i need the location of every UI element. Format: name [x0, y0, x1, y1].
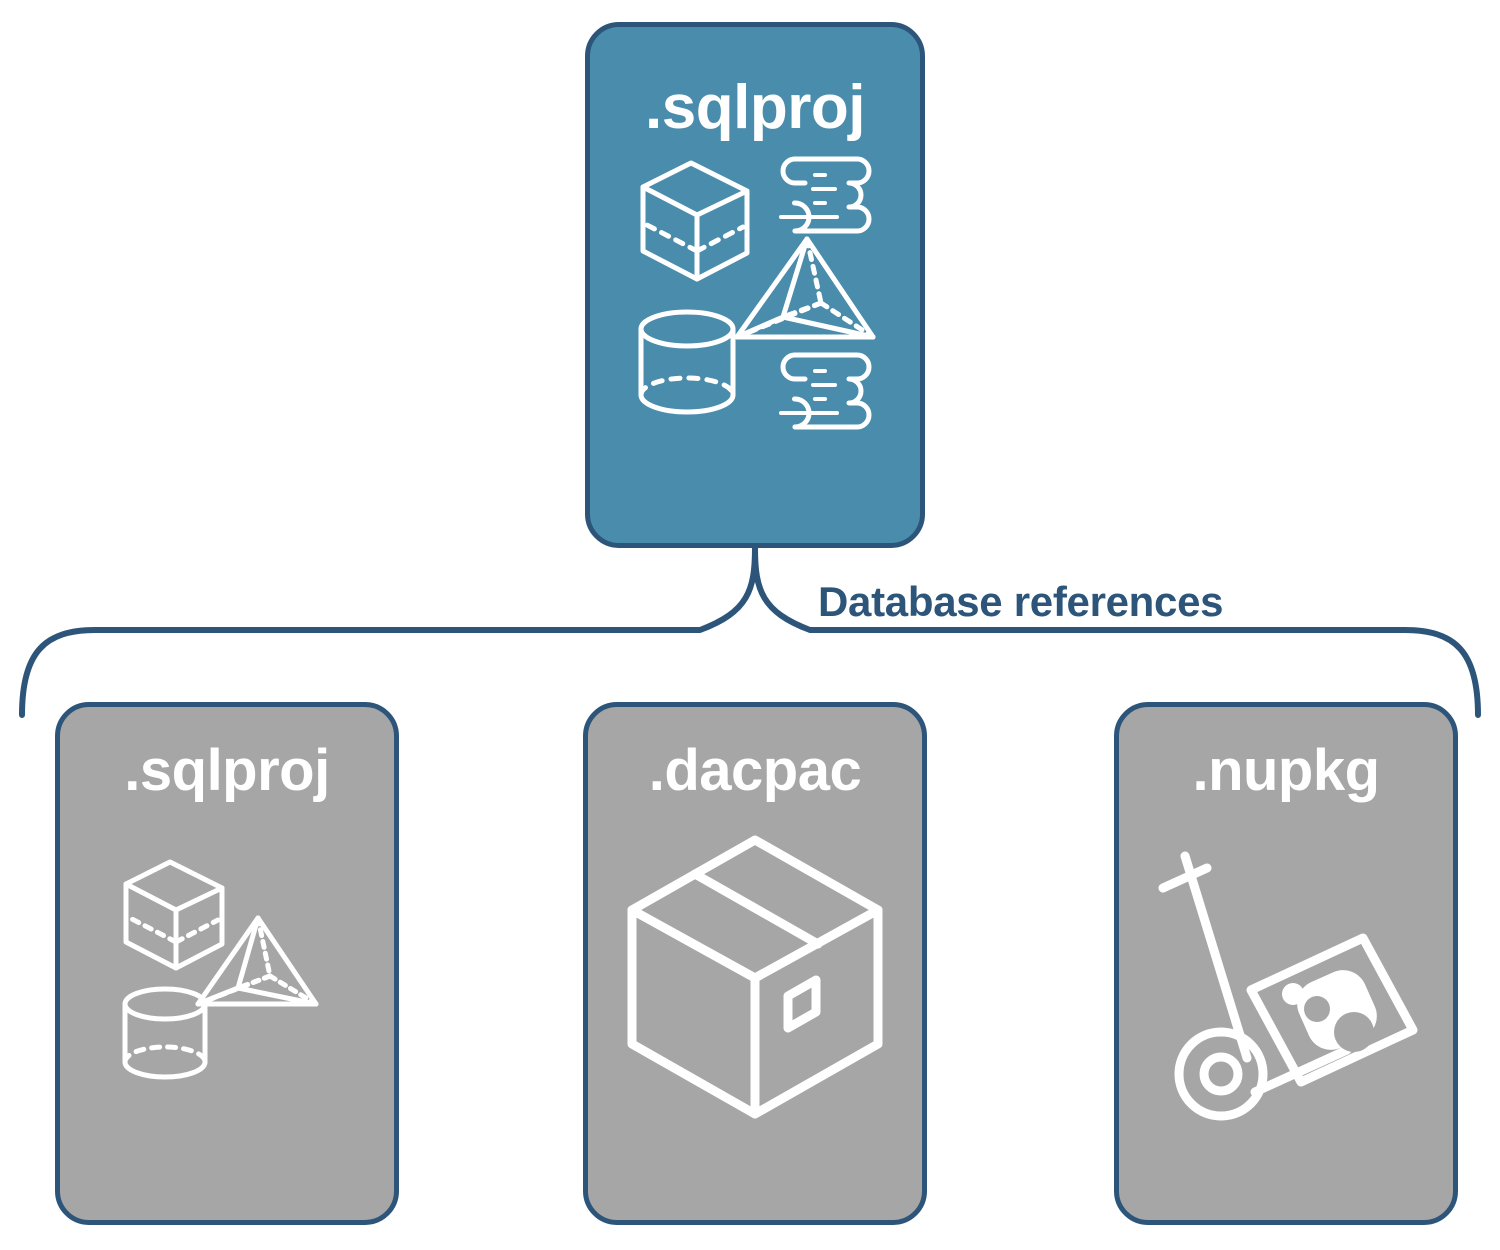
card-title-ref-dacpac: .dacpac [648, 738, 862, 803]
root-icon-group [638, 156, 876, 430]
ref-sqlproj-icon-group [122, 859, 319, 1080]
wireframe-cube-icon [640, 160, 750, 282]
card-title-root: .sqlproj [645, 73, 865, 142]
scroll-script-icon [779, 156, 872, 234]
wireframe-cylinder-icon [122, 986, 208, 1080]
card-ref-nupkg[interactable]: .nupkg [1114, 702, 1458, 1225]
ref-dacpac-artwork [588, 804, 922, 1220]
brace-label-database-references: Database references [818, 578, 1224, 625]
ref-nupkg-artwork [1119, 804, 1453, 1220]
card-root-sqlproj[interactable]: .sqlproj [585, 22, 925, 548]
wireframe-pyramid-icon [195, 915, 319, 1007]
wireframe-cube-icon [123, 859, 225, 971]
root-card-artwork [590, 143, 920, 543]
wireframe-cylinder-icon [638, 309, 736, 415]
wireframe-pyramid-icon [734, 236, 876, 340]
ref-sqlproj-artwork [60, 804, 394, 1220]
nuget-logo-cutouts [1304, 996, 1374, 1052]
shipping-box-icon [627, 835, 883, 1119]
card-title-ref-sqlproj: .sqlproj [124, 738, 330, 803]
card-ref-dacpac[interactable]: .dacpac [583, 702, 927, 1225]
card-ref-sqlproj[interactable]: .sqlproj [55, 702, 399, 1225]
card-title-ref-nupkg: .nupkg [1192, 738, 1380, 803]
scroll-script-icon [779, 352, 872, 430]
hand-truck-package-icon [1158, 851, 1418, 1121]
